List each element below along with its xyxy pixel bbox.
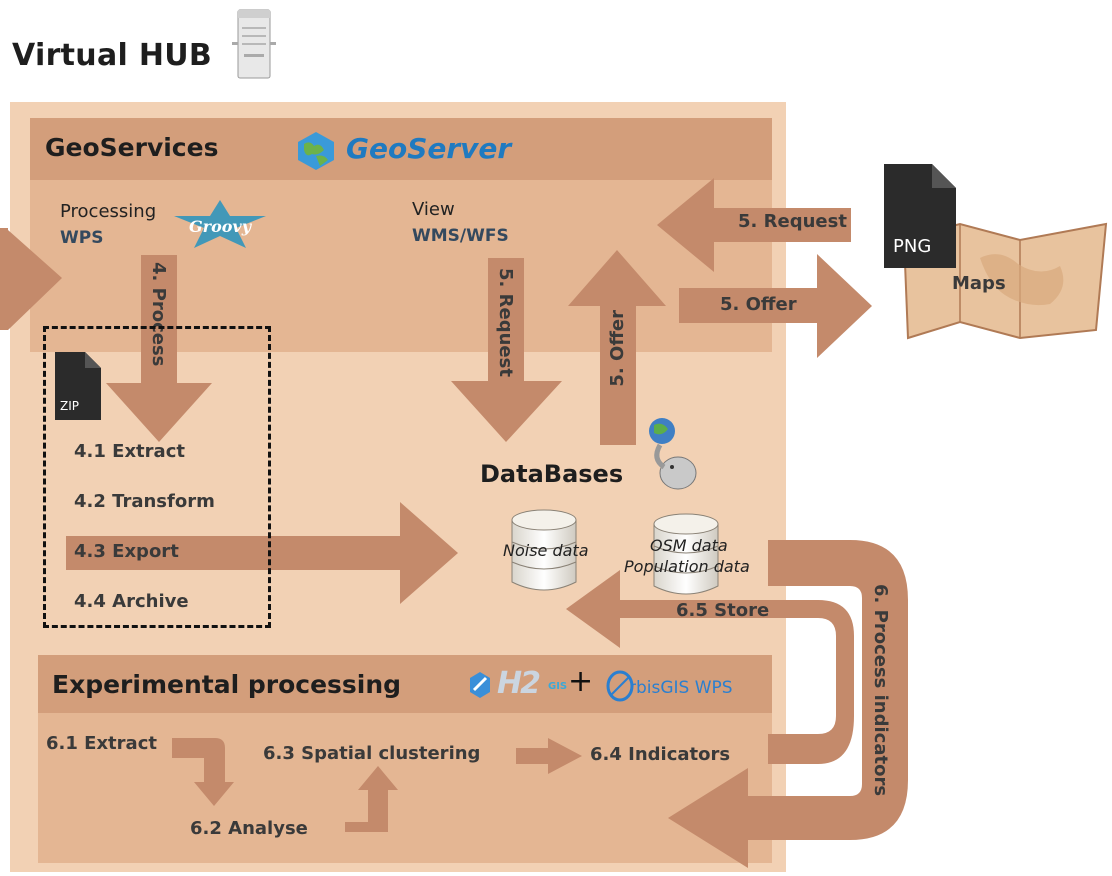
png-badge-label: PNG <box>893 236 932 257</box>
step-export: 4.3 Export <box>74 541 179 562</box>
png-file-icon <box>884 164 956 268</box>
view-label: View <box>412 199 455 220</box>
flow-63-64-arrow <box>516 738 582 774</box>
store-arrow <box>566 570 854 764</box>
request-inner-label: 5. Request <box>495 268 516 377</box>
noise-data-label: Noise data <box>503 541 589 560</box>
export-arrow <box>66 502 458 604</box>
maps-label: Maps <box>952 273 1006 294</box>
request-outer-label: 5. Request <box>738 211 847 232</box>
request-inner-arrow <box>451 258 562 442</box>
flow-62-63-arrow <box>345 766 398 832</box>
noise-database-icon <box>511 509 577 591</box>
experimental-title: Experimental processing <box>52 670 402 699</box>
offer-inner-label: 5. Offer <box>607 310 628 387</box>
processing-sub: WPS <box>60 228 104 248</box>
process-indicators-arrow <box>668 540 908 868</box>
incoming-arrow <box>0 228 62 330</box>
zip-badge-label: ZIP <box>60 399 79 413</box>
process-arrow <box>106 255 212 442</box>
process-indicators-label: 6. Process indicators <box>870 584 891 797</box>
request-outer-arrow <box>657 178 851 272</box>
exp-step-clustering: 6.3 Spatial clustering <box>263 743 481 764</box>
databases-title: DataBases <box>480 460 624 488</box>
process-step-label: 4. Process <box>148 262 169 367</box>
osm-data-label: OSM data <box>650 536 728 555</box>
server-icon <box>232 9 276 79</box>
step-archive: 4.4 Archive <box>74 591 189 612</box>
h2gis-logo-text: H2 <box>497 666 541 701</box>
h2gis-logo-sub: GIS <box>548 681 568 692</box>
processing-label: Processing <box>60 201 157 222</box>
offer-outer-label: 5. Offer <box>720 294 797 315</box>
offer-inner-arrow <box>568 250 666 445</box>
step-transform: 4.2 Transform <box>74 491 215 512</box>
population-data-label: Population data <box>624 557 750 576</box>
plus-sign: + <box>568 664 594 699</box>
geoserver-logo-text: GeoServer <box>346 132 512 165</box>
orbisgis-logo-text: rbisGIS WPS <box>629 678 733 698</box>
exp-step-extract: 6.1 Extract <box>46 733 157 754</box>
osm-database-icon <box>653 513 719 595</box>
postgresql-elephant-icon <box>649 418 697 490</box>
experimental-panel <box>38 713 772 863</box>
step-extract: 4.1 Extract <box>74 441 185 462</box>
geoserver-logo-icon <box>298 132 334 170</box>
extract-pipeline-box <box>43 326 271 628</box>
flow-61-62-arrow <box>172 738 234 806</box>
experimental-header <box>38 655 772 713</box>
exp-step-analyse: 6.2 Analyse <box>190 818 308 839</box>
svg-text:Groovy: Groovy <box>189 217 253 236</box>
groovy-logo-icon: Groovy <box>174 200 266 248</box>
geoservices-title: GeoServices <box>45 133 219 162</box>
h2gis-logo-icon <box>470 672 490 698</box>
view-sub: WMS/WFS <box>412 226 509 246</box>
page-title: Virtual HUB <box>12 38 213 73</box>
offer-outer-arrow <box>679 254 872 358</box>
orbisgis-logo-icon <box>606 670 634 702</box>
store-label: 6.5 Store <box>676 600 770 621</box>
zip-file-icon <box>55 352 101 420</box>
exp-step-indicators: 6.4 Indicators <box>590 744 731 765</box>
geoservices-header <box>30 118 772 180</box>
